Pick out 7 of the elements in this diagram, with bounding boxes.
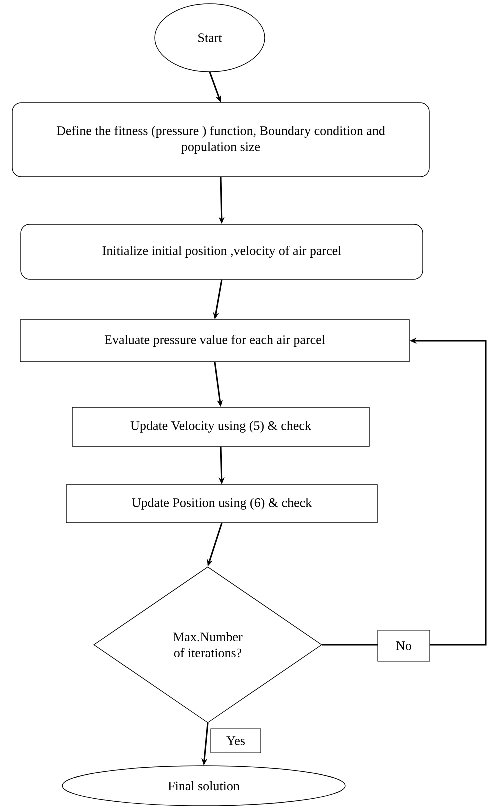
edge-label: No	[378, 630, 430, 662]
process-box: Define the fitness (pressure ) function, Boundary condition and population size	[12, 102, 430, 178]
process-box: Update Position using (6) & check	[66, 484, 378, 524]
process-box: Update Velocity using (5) & check	[72, 407, 370, 447]
edge-label: Yes	[210, 728, 262, 754]
process-box: Evaluate pressure value for each air parcel	[20, 320, 410, 362]
process-box: Initialize initial position ,velocity of air parcel	[20, 224, 424, 280]
